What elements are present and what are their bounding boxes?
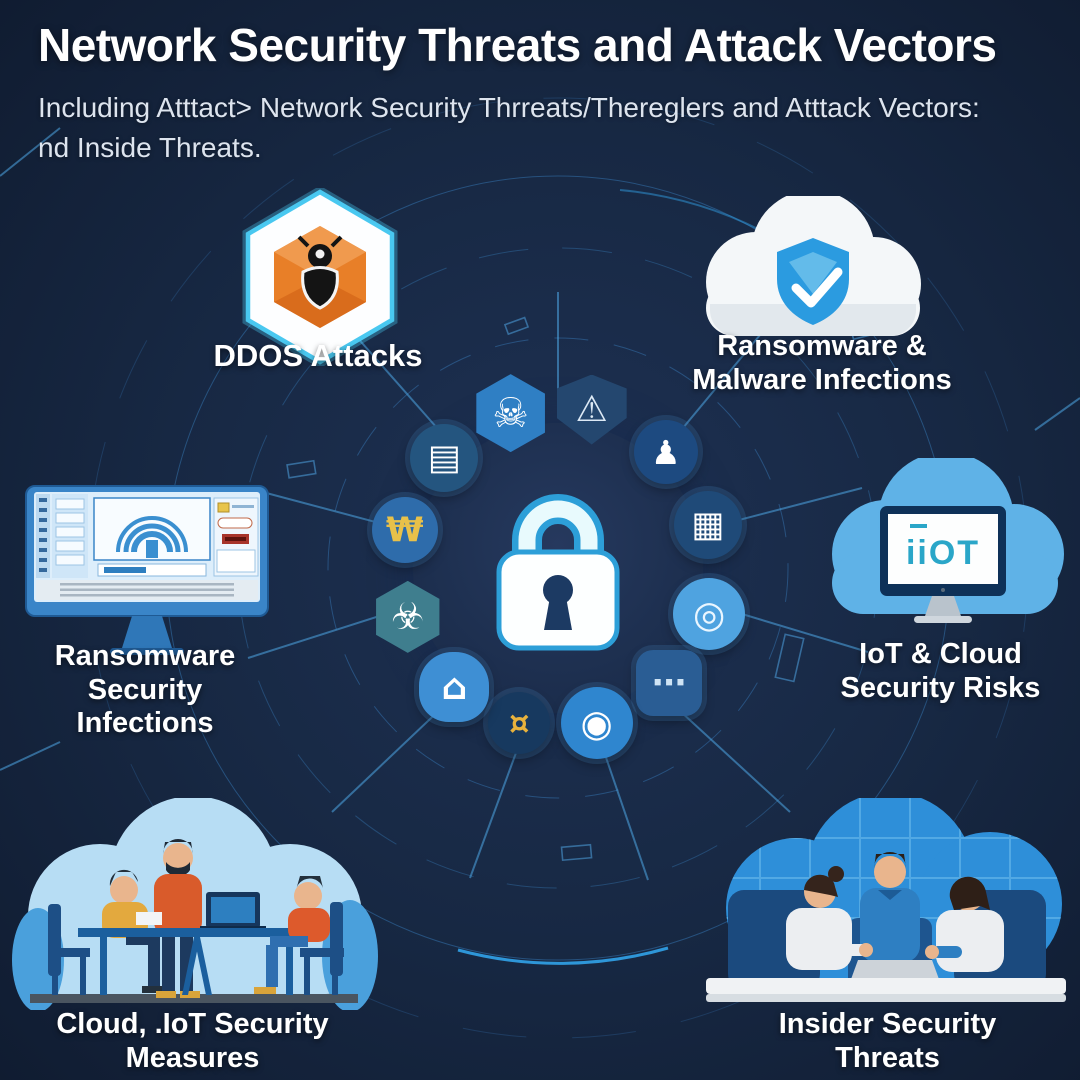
ransomware-malware-label-line1: Ransomware & [717,330,927,362]
team-at-desk-illustration [706,798,1066,1002]
money-scribble-icon: ₩ [371,496,438,563]
coins-icon: ¤ [488,692,551,755]
subtitle-line-2: nd Inside Threats. [38,131,262,163]
ddos-label: DDOS Attacks [213,338,423,373]
iot-cloud-label-line2: Security Risks [840,671,1041,704]
cloud-iot-measures-label: Cloud, .IoT Security Measures [20,1008,365,1075]
bug-hex-icon: ☣ [376,580,440,653]
chat-bubble-icon: ⋯ [636,650,703,717]
cloud-iot-measures-label-line1: Cloud, .IoT Security [56,1008,329,1040]
insider-threats-label: Insider Security Threats [715,1008,1060,1075]
iot-cloud-label-line1: IoT & Cloud [859,638,1022,670]
owl-eyes-icon: ◉ [560,687,633,760]
ransomware-security-label: Ransomware Security Infections [0,640,290,741]
ransomware-malware-label: Ransomware & Malware Infections [672,330,972,397]
subtitle-line-1: Including Atttact> Network Security Thrr… [38,92,980,123]
ransomware-malware-label-line2: Malware Infections [692,363,952,396]
security-monitor-icon [25,485,269,655]
page-subtitle: Including Atttact> Network Security Thrr… [38,88,1038,168]
insider-threats-label-line2: Threats [835,1041,940,1074]
iot-cloud-label: IoT & Cloud Security Risks [798,638,1080,705]
keyboard-grid-icon: ▦ [673,491,742,560]
page-title: Network Security Threats and Attack Vect… [38,19,997,71]
circuit-chip-icon: ▤ [410,424,479,493]
padlock-icon [496,494,620,651]
house-cloud-icon: ⌂ [419,652,490,723]
cloud-iot-measures-label-line2: Measures [125,1041,260,1074]
insider-threats-label-line1: Insider Security [778,1008,997,1040]
cloud-shield-check-icon [706,196,921,336]
gauge-circuit-icon: ◎ [673,578,746,651]
iiot-screen-text: iiOT [906,534,980,572]
ransomware-security-label-line2: Infections [76,707,214,740]
padlock-bug-hexagon-icon [242,188,398,366]
user-icon: ♟ [633,420,698,485]
cloud-monitor-icon: iiOT [832,458,1064,623]
ransomware-security-label-line1: Ransomware Security [54,640,236,706]
team-at-table-illustration [12,798,378,1010]
